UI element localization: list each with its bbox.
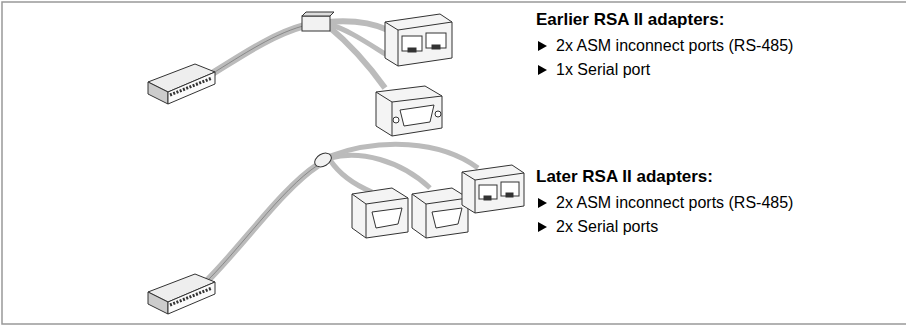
feature-item: 2x Serial ports (556, 217, 658, 237)
earlier-adapter (148, 12, 452, 136)
later-adapter (148, 144, 524, 314)
section-heading: Earlier RSA II adapters: (536, 10, 724, 30)
feature-item: 1x Serial port (556, 60, 650, 80)
section-heading: Later RSA II adapters: (536, 167, 713, 187)
feature-item: 2x ASM inconnect ports (RS-485) (556, 36, 793, 56)
feature-item: 2x ASM inconnect ports (RS-485) (556, 193, 793, 213)
bullet-markers (538, 41, 547, 232)
